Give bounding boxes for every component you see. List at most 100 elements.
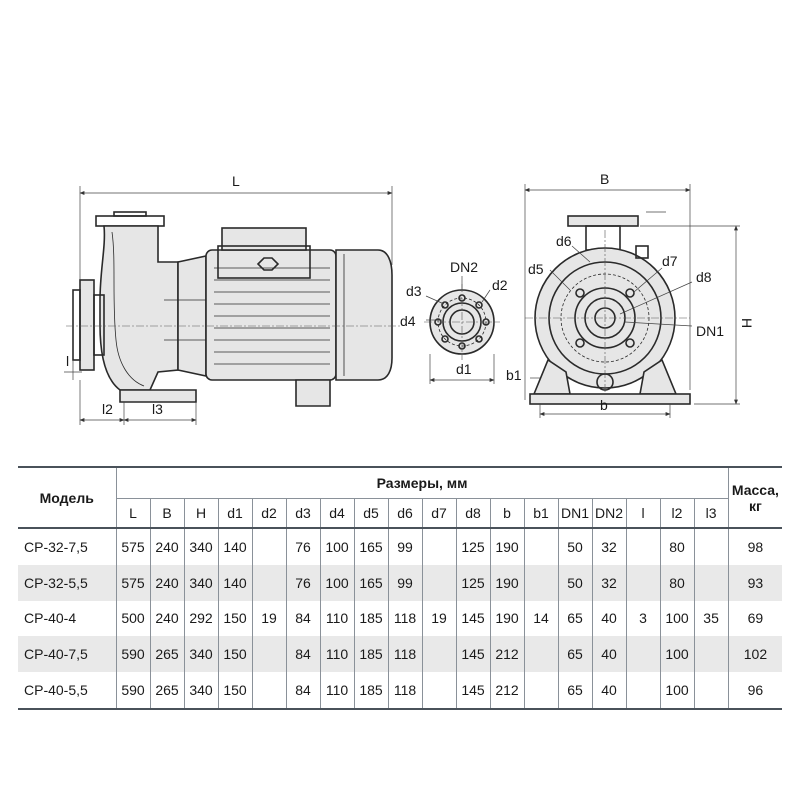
value-cell: 292	[183, 600, 218, 637]
value-cell	[523, 636, 558, 673]
value-cell: 50	[557, 564, 592, 601]
col-header: d7	[421, 498, 456, 529]
dim-label-d6: d6	[556, 233, 572, 249]
value-cell	[251, 636, 286, 673]
value-cell	[625, 672, 660, 709]
value-cell: 100	[659, 636, 694, 673]
dim-label-DN1: DN1	[696, 323, 724, 339]
value-cell	[523, 564, 558, 601]
value-cell: 265	[149, 636, 184, 673]
value-cell: 14	[523, 600, 558, 637]
value-cell: 32	[591, 528, 626, 565]
side-view: L	[64, 173, 400, 425]
col-header: L	[115, 498, 150, 529]
value-cell: 80	[659, 528, 694, 565]
value-cell: 125	[455, 528, 490, 565]
value-cell: 340	[183, 528, 218, 565]
col-header: d1	[217, 498, 252, 529]
value-cell: 118	[387, 672, 422, 709]
table-row: CP-32-5,5 575 240 340 140 76 100 165 99 …	[18, 564, 783, 601]
col-header: d6	[387, 498, 422, 529]
value-cell: 65	[557, 672, 592, 709]
value-cell: 76	[285, 564, 320, 601]
value-cell: 240	[149, 528, 184, 565]
dim-label-l2: l2	[102, 401, 113, 417]
value-cell	[693, 636, 729, 673]
table-row: CP-32-7,5 575 240 340 140 76 100 165 99 …	[18, 528, 783, 565]
value-cell: 500	[115, 600, 150, 637]
value-cell: 150	[217, 636, 252, 673]
value-cell: 145	[455, 600, 490, 637]
dim-label-L: L	[232, 173, 240, 189]
value-cell: 118	[387, 600, 422, 637]
value-cell: 340	[183, 672, 218, 709]
col-header: B	[149, 498, 184, 529]
flange-view: DN2 d2 d3 d4 d1	[400, 259, 508, 384]
col-header: l	[625, 498, 660, 529]
dim-label-DN2: DN2	[450, 259, 478, 275]
mass-cell: 69	[727, 600, 783, 637]
model-cell: CP-40-5,5	[24, 682, 88, 699]
col-header: d3	[285, 498, 320, 529]
dim-label-b1: b1	[506, 367, 522, 383]
value-cell: 125	[455, 564, 490, 601]
value-cell: 99	[387, 528, 422, 565]
value-cell: 40	[591, 672, 626, 709]
dim-label-d7: d7	[662, 253, 678, 269]
col-header: b	[489, 498, 524, 529]
value-cell: 340	[183, 564, 218, 601]
mass-cell: 102	[727, 636, 783, 673]
value-cell: 76	[285, 528, 320, 565]
value-cell: 190	[489, 564, 524, 601]
value-cell: 240	[149, 564, 184, 601]
value-cell: 140	[217, 564, 252, 601]
value-cell: 150	[217, 672, 252, 709]
value-cell: 575	[115, 564, 150, 601]
value-cell: 19	[421, 600, 456, 637]
dim-label-d4: d4	[400, 313, 416, 329]
value-cell: 190	[489, 600, 524, 637]
value-cell: 65	[557, 636, 592, 673]
mass-cell: 98	[727, 528, 783, 565]
value-cell: 575	[115, 528, 150, 565]
value-cell	[523, 528, 558, 565]
value-cell: 100	[319, 564, 354, 601]
value-cell	[421, 672, 456, 709]
value-cell	[251, 672, 286, 709]
col-header: d4	[319, 498, 354, 529]
dim-label-b: b	[600, 397, 608, 413]
table-subheader-row: L B H d1 d2 d3 d4 d5 d6 d7 d8 b b1 DN1 D…	[18, 498, 782, 529]
value-cell: 240	[149, 600, 184, 637]
dimensions-column-header: Размеры, мм	[115, 467, 729, 499]
dim-label-B: B	[600, 171, 609, 187]
value-cell: 100	[659, 600, 694, 637]
model-cell: CP-40-4	[24, 610, 77, 627]
value-cell	[421, 528, 456, 565]
value-cell: 40	[591, 600, 626, 637]
value-cell: 19	[251, 600, 286, 637]
mass-column-header: Масса, кг	[727, 467, 783, 529]
value-cell	[625, 564, 660, 601]
mass-cell: 96	[727, 672, 783, 709]
value-cell: 50	[557, 528, 592, 565]
value-cell	[693, 528, 729, 565]
dim-label-l: l	[66, 353, 69, 369]
col-header: b1	[523, 498, 558, 529]
model-cell: CP-32-7,5	[24, 538, 88, 555]
pump-dimension-drawing: L	[64, 171, 755, 425]
value-cell: 110	[319, 636, 354, 673]
table-row: CP-40-5,5 590 265 340 150 84 110 185 118…	[18, 672, 783, 709]
col-header: H	[183, 498, 218, 529]
value-cell	[251, 528, 286, 565]
col-header: l2	[659, 498, 694, 529]
value-cell: 190	[489, 528, 524, 565]
value-cell: 100	[659, 672, 694, 709]
value-cell: 145	[455, 636, 490, 673]
value-cell: 165	[353, 528, 388, 565]
value-cell	[523, 672, 558, 709]
col-header: d2	[251, 498, 286, 529]
dim-label-d1: d1	[456, 361, 472, 377]
model-cell: CP-32-5,5	[24, 574, 88, 591]
table-row: CP-40-7,5 590 265 340 150 84 110 185 118…	[18, 636, 783, 673]
value-cell: 165	[353, 564, 388, 601]
